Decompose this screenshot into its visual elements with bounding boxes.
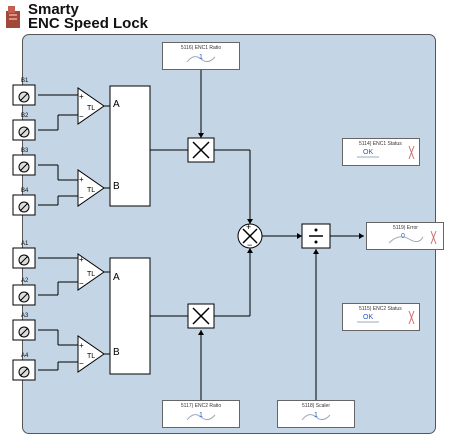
enc1-status-param[interactable]: 5114) ENC1 Status OK <box>342 138 420 166</box>
sum-junction: + − <box>237 222 263 250</box>
svg-text:−: − <box>79 279 84 288</box>
svg-text:−: − <box>79 193 84 202</box>
terminal-b2[interactable] <box>12 119 36 141</box>
svg-text:+: + <box>79 92 84 101</box>
terminal-label-a1: A1 <box>21 241 29 247</box>
param-title: 5116) ENC1 Ratio <box>180 45 222 51</box>
error-param[interactable]: 5119) Error 0 <box>366 222 444 250</box>
param-value: OK <box>363 314 374 321</box>
terminal-b1[interactable] <box>12 84 36 106</box>
svg-text:−: − <box>79 359 84 368</box>
terminal-a3[interactable] <box>12 319 36 341</box>
encoder-block-upper <box>109 85 151 207</box>
block-label-upper-b: B <box>113 181 120 192</box>
block-label-lower-b: B <box>113 347 120 358</box>
comparator-upper-a: + − TL <box>77 87 105 125</box>
terminal-label-b1: B1 <box>21 78 29 84</box>
scaler-param[interactable]: 5118) Scaler 1 <box>277 400 355 428</box>
sine-wave-icon <box>186 56 216 63</box>
multiply-block-upper <box>187 137 215 163</box>
comparator-lower-b: + − TL <box>77 335 105 373</box>
page-title: ENC Speed Lock <box>28 15 149 32</box>
svg-text:−: − <box>79 112 84 121</box>
comparator-lower-a: + − TL <box>77 253 105 291</box>
svg-text:TL: TL <box>87 105 95 112</box>
divide-block <box>301 223 331 249</box>
enc2-status-param[interactable]: 5115) ENC2 Status OK <box>342 303 420 331</box>
terminal-label-b4: B4 <box>21 188 29 194</box>
param-value: 1 <box>199 412 203 419</box>
param-value: 1 <box>314 412 318 419</box>
svg-text:−: − <box>247 240 252 250</box>
comparator-upper-b: + − TL <box>77 169 105 207</box>
status-x-icon <box>357 310 415 325</box>
enc1-ratio-param[interactable]: 5116) ENC1 Ratio 1 <box>162 42 240 70</box>
param-title: 5114) ENC1 Status <box>359 141 402 147</box>
terminal-b4[interactable] <box>12 194 36 216</box>
param-title: 5115) ENC2 Status <box>359 306 402 312</box>
terminal-label-a3: A3 <box>21 313 29 319</box>
header: Smarty ENC Speed Lock <box>0 0 452 34</box>
sine-wave-icon <box>186 414 216 421</box>
error-x-icon <box>388 230 437 245</box>
svg-text:+: + <box>246 222 251 232</box>
param-title: 5119) Error <box>393 225 418 231</box>
multiply-block-lower <box>187 303 215 329</box>
svg-text:TL: TL <box>87 271 95 278</box>
encoder-block-lower <box>109 257 151 375</box>
svg-text:+: + <box>79 175 84 184</box>
svg-text:+: + <box>79 255 84 264</box>
block-label-lower-a: A <box>113 272 120 283</box>
terminal-b3[interactable] <box>12 154 36 176</box>
sine-wave-icon <box>301 414 331 421</box>
status-x-icon <box>357 145 415 160</box>
terminal-a4[interactable] <box>12 359 36 381</box>
terminal-a1[interactable] <box>12 247 36 269</box>
param-title: 5118) Scaler <box>302 403 330 409</box>
svg-text:TL: TL <box>87 353 95 360</box>
enc2-ratio-param[interactable]: 5117) ENC2 Ratio 1 <box>162 400 240 428</box>
terminal-label-a2: A2 <box>21 278 29 284</box>
smarty-logo-icon <box>6 6 20 28</box>
svg-text:+: + <box>79 341 84 350</box>
param-value: OK <box>363 149 374 156</box>
param-value: 1 <box>199 54 203 61</box>
app-title: Smarty <box>28 1 79 18</box>
terminal-label-b2: B2 <box>21 113 29 119</box>
terminal-label-b3: B3 <box>21 148 29 154</box>
terminal-label-a4: A4 <box>21 353 29 359</box>
terminal-a2[interactable] <box>12 284 36 306</box>
svg-text:TL: TL <box>87 187 95 194</box>
block-label-upper-a: A <box>113 99 120 110</box>
param-title: 5117) ENC2 Ratio <box>180 403 222 409</box>
